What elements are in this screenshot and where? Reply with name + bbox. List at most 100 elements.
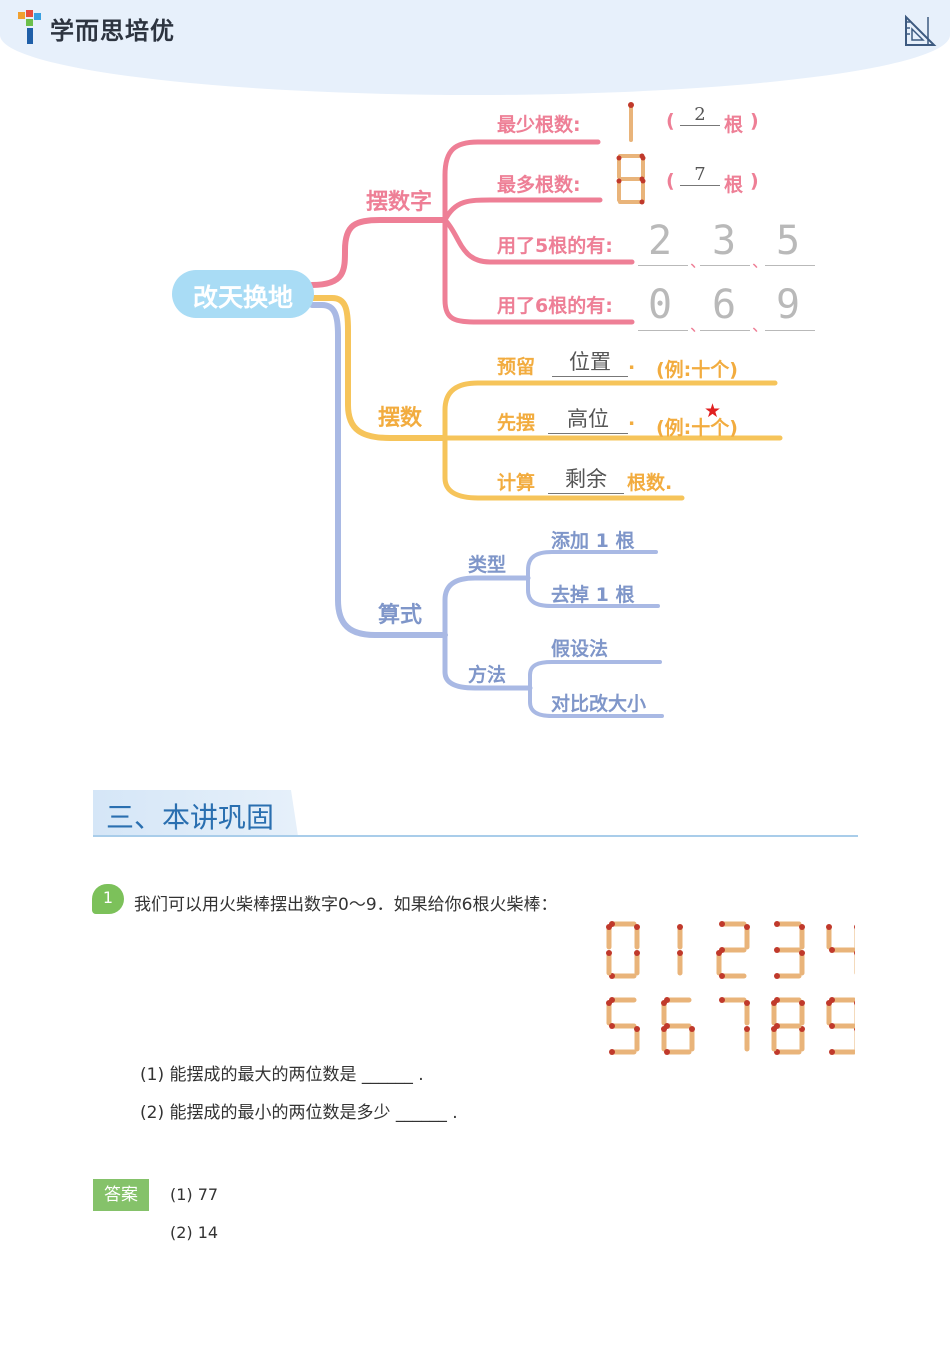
matchstick-head bbox=[609, 1049, 615, 1055]
question-number-badge: 1 bbox=[92, 884, 124, 914]
star-icon: ★ bbox=[704, 400, 722, 422]
matchstick-digit-1-icon bbox=[628, 102, 634, 142]
header-banner bbox=[0, 0, 950, 95]
min-unit: 根 bbox=[724, 114, 744, 136]
matchstick-head bbox=[716, 950, 722, 956]
type-add-one: 添加 1 根 bbox=[551, 530, 635, 552]
sub-question-1: (1) 能摆成的最大的两位数是 ______ . bbox=[140, 1065, 424, 1085]
five-sticks-answer-2: 3 bbox=[712, 218, 737, 264]
matchstick-digits-figure bbox=[606, 921, 855, 1055]
five-sticks-answer-3: 5 bbox=[776, 218, 801, 264]
branch-digits-label: 摆数字 bbox=[366, 190, 433, 215]
matchstick-head bbox=[829, 947, 835, 953]
matchstick-head bbox=[799, 1000, 805, 1006]
matchstick-head bbox=[606, 924, 612, 930]
matchstick-head bbox=[854, 924, 855, 930]
five-sticks-sep-1: 、 bbox=[690, 252, 707, 271]
sub-question-2: (2) 能摆成的最小的两位数是多少 ______ . bbox=[140, 1103, 458, 1123]
six-sticks-answer-2: 6 bbox=[712, 282, 737, 328]
max-paren-close: ) bbox=[750, 170, 759, 192]
matchstick-head bbox=[799, 950, 805, 956]
compute-suffix: 根数. bbox=[627, 472, 673, 494]
matchstick-head bbox=[744, 924, 750, 930]
type-label: 类型 bbox=[468, 554, 507, 576]
six-sticks-answer-1: 0 bbox=[648, 282, 673, 328]
method-compare: 对比改大小 bbox=[551, 693, 647, 715]
min-count-answer: 2 bbox=[680, 104, 720, 126]
reserve-example: (例:十个) bbox=[656, 359, 738, 381]
min-paren-open: ( bbox=[666, 110, 675, 132]
matchstick-head bbox=[661, 1026, 667, 1032]
max-paren-open: ( bbox=[666, 170, 675, 192]
method-label: 方法 bbox=[468, 664, 507, 686]
six-sticks-answer-3: 9 bbox=[776, 282, 801, 328]
type-remove-one: 去掉 1 根 bbox=[551, 584, 635, 606]
section-title-banner bbox=[93, 790, 298, 836]
answer-badge: 答案 bbox=[93, 1179, 149, 1211]
matchstick-head bbox=[719, 921, 725, 927]
matchstick-head bbox=[774, 1023, 780, 1029]
matchstick-head bbox=[606, 950, 612, 956]
matchstick-head bbox=[826, 1000, 832, 1006]
reserve-dot: . bbox=[628, 352, 636, 374]
compute-label: 计算 bbox=[497, 472, 536, 494]
matchstick-head bbox=[719, 997, 725, 1003]
matchstick-head bbox=[774, 921, 780, 927]
max-unit: 根 bbox=[724, 174, 744, 196]
branch-numbers-label: 摆数 bbox=[378, 406, 423, 431]
matchstick-head bbox=[771, 1000, 777, 1006]
matchstick-head bbox=[719, 973, 725, 979]
six-sticks-blank-2 bbox=[700, 330, 750, 331]
method-assume: 假设法 bbox=[551, 638, 609, 660]
compute-answer: 剩余 bbox=[548, 463, 624, 494]
matchstick-head bbox=[634, 950, 640, 956]
matchstick-head bbox=[634, 1026, 640, 1032]
matchstick-head bbox=[744, 1026, 750, 1032]
matchstick-head bbox=[854, 1000, 855, 1006]
matchstick-head bbox=[829, 1023, 835, 1029]
matchstick-head bbox=[774, 947, 780, 953]
six-sticks-sep-2: 、 bbox=[752, 316, 769, 335]
matchstick-head bbox=[829, 1049, 835, 1055]
answer-line-2: (2) 14 bbox=[170, 1223, 219, 1242]
five-sticks-sep-2: 、 bbox=[752, 252, 769, 271]
max-count-answer: 7 bbox=[680, 164, 720, 186]
min-paren-close: ) bbox=[750, 110, 759, 132]
brand-logo-icon bbox=[18, 10, 41, 44]
branch-equations-label: 算式 bbox=[378, 603, 423, 628]
matchstick-digit-8-icon bbox=[616, 153, 646, 205]
answer-line-1: (1) 77 bbox=[170, 1185, 219, 1204]
matchstick-head bbox=[774, 973, 780, 979]
section-divider bbox=[93, 835, 858, 837]
matchstick-head bbox=[744, 1000, 750, 1006]
first-place-label: 先摆 bbox=[497, 412, 536, 434]
five-sticks-blank-1 bbox=[638, 265, 688, 266]
five-sticks-blank-2 bbox=[700, 265, 750, 266]
six-sticks-blank-1 bbox=[638, 330, 688, 331]
first-place-dot: . bbox=[628, 408, 636, 430]
matchstick-head bbox=[606, 1000, 612, 1006]
reserve-label: 预留 bbox=[497, 356, 536, 378]
first-place-example: (例:十个) bbox=[656, 417, 738, 439]
matchstick-head bbox=[677, 950, 683, 956]
matchstick-head bbox=[634, 924, 640, 930]
matchstick-head bbox=[826, 924, 832, 930]
matchstick-head bbox=[677, 924, 683, 930]
matchstick-head bbox=[609, 1023, 615, 1029]
ruler-triangle-icon bbox=[905, 14, 937, 46]
five-sticks-label: 用了5根的有: bbox=[497, 235, 613, 257]
six-sticks-label: 用了6根的有: bbox=[497, 295, 613, 317]
question-text: 我们可以用火柴棒摆出数字0～9．如果给你6根火柴棒： bbox=[134, 895, 558, 915]
min-count-label: 最少根数: bbox=[497, 114, 581, 136]
matchstick-head bbox=[854, 950, 855, 956]
section-title: 三、本讲巩固 bbox=[106, 801, 275, 834]
matchstick-head bbox=[661, 1000, 667, 1006]
six-sticks-blank-3 bbox=[765, 330, 815, 331]
first-place-answer: 高位 bbox=[548, 403, 628, 434]
mindmap-branches bbox=[172, 139, 783, 718]
reserve-answer: 位置 bbox=[552, 346, 628, 377]
max-count-label: 最多根数: bbox=[497, 174, 581, 196]
matchstick-head bbox=[689, 1026, 695, 1032]
five-sticks-answer-1: 2 bbox=[648, 218, 673, 264]
mindmap-root: 改天换地 bbox=[192, 283, 293, 312]
